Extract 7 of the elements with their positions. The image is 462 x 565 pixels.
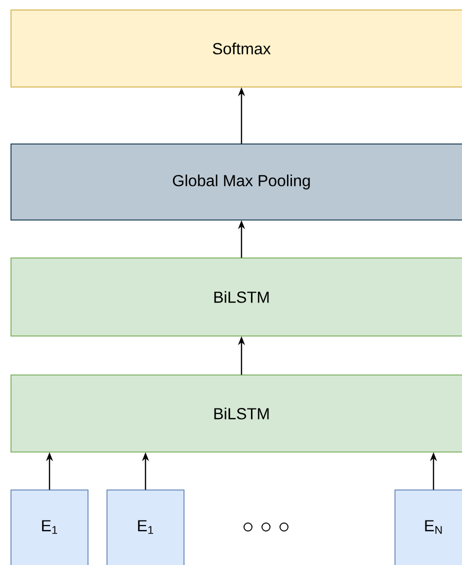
embedding-box: E$_{1}$ [10,490,88,565]
layer-box: Softmax [10,10,462,88]
embedding-box: E$_{N}$ [394,490,462,565]
layer-box: BiLSTM [10,374,462,452]
layer-box: Global Max Pooling [10,144,462,220]
layer-box: BiLSTM [10,258,462,336]
embedding-box: E$_{1}$ [106,490,184,565]
